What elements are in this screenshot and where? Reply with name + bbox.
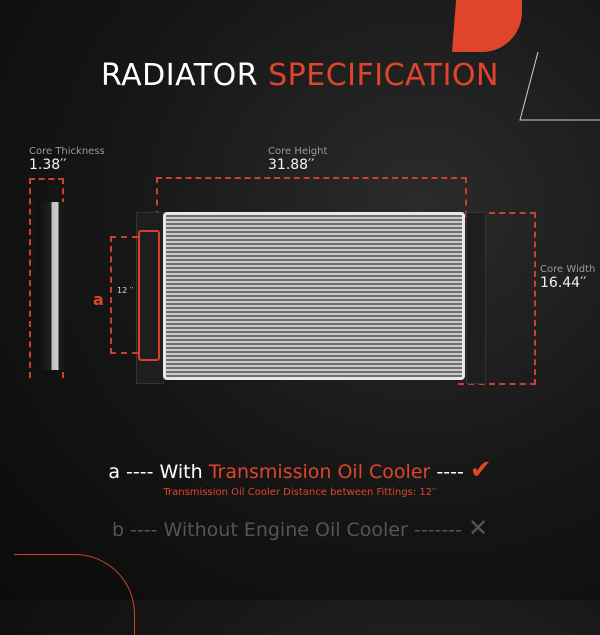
radiator-core	[163, 212, 465, 380]
option-a-marker: a	[93, 290, 104, 309]
core-width-value: 16.44′′	[540, 275, 587, 291]
option-a-row: a ---- With Transmission Oil Cooler ----…	[0, 455, 600, 485]
core-width-label: Core Width	[540, 264, 596, 275]
option-b-dashes-after: -------	[413, 519, 462, 541]
title-white: RADIATOR	[101, 58, 259, 93]
option-b-text: Without Engine Oil Cooler	[163, 519, 408, 541]
oil-cooler-highlight	[138, 230, 160, 361]
option-a-highlight: Transmission Oil Cooler	[208, 461, 431, 483]
cross-icon: ✕	[467, 514, 489, 542]
core-thickness-spec: Core Thickness 1.38′′	[29, 146, 105, 173]
core-thickness-value: 1.38′′	[29, 157, 67, 173]
option-a-subtext: Transmission Oil Cooler Distance between…	[163, 487, 437, 498]
fitting-distance-value: 12 ′′	[117, 286, 134, 295]
option-a-dashes: ----	[126, 461, 154, 483]
option-b-dashes: ----	[130, 519, 158, 541]
core-height-label: Core Height	[268, 146, 328, 157]
check-icon: ✔	[469, 455, 492, 485]
fitting-distance-dimension-box	[110, 236, 138, 354]
core-thickness-label: Core Thickness	[29, 146, 105, 157]
radiator-side-view	[36, 202, 64, 370]
option-a-letter: a	[108, 461, 120, 483]
option-a-dashes-after: ----	[436, 461, 464, 483]
core-height-dimension-box	[156, 177, 467, 217]
option-b-letter: b	[111, 519, 124, 541]
core-width-dimension-box	[458, 212, 536, 385]
decorative-accent-shape	[452, 0, 522, 52]
radiator-right-tank	[466, 212, 486, 384]
decorative-arc	[14, 554, 135, 635]
core-height-value: 31.88′′	[268, 157, 315, 173]
decorative-outline-shape	[519, 51, 600, 121]
option-b-row: b ---- Without Engine Oil Cooler -------…	[0, 514, 600, 542]
core-height-spec: Core Height 31.88′′	[268, 146, 327, 173]
option-a-prefix: With	[159, 461, 203, 483]
page-title: RADIATOR SPECIFICATION	[0, 58, 600, 93]
title-accent: SPECIFICATION	[268, 58, 499, 93]
core-width-spec: Core Width 16.44′′	[540, 264, 595, 291]
